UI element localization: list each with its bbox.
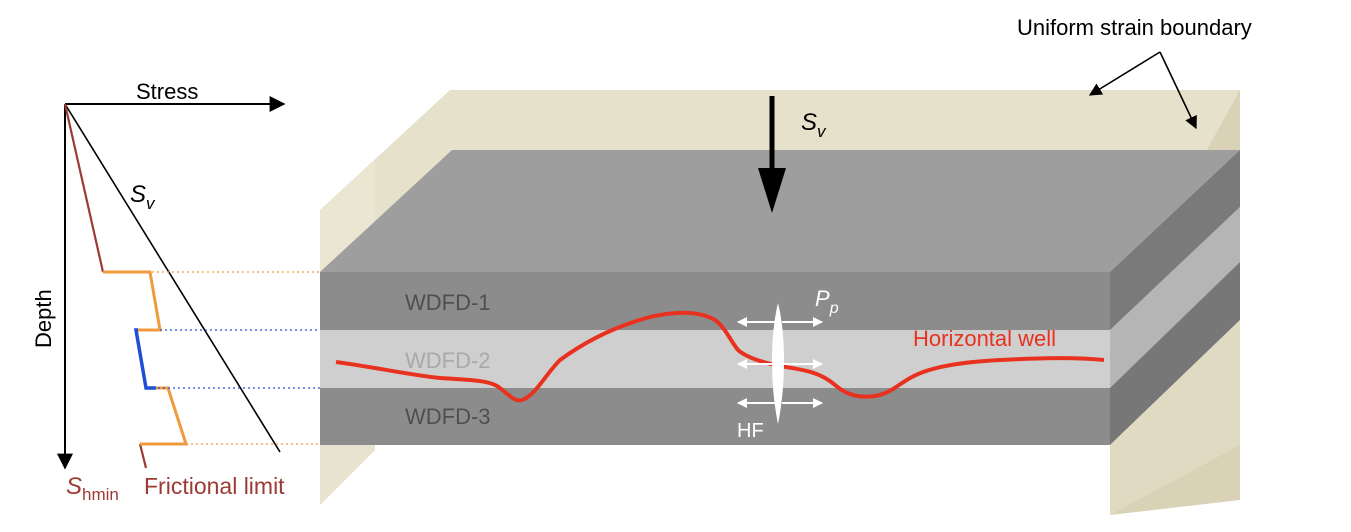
sv-profile-line [64,103,281,453]
frictional-limit-label: Frictional limit [144,473,285,499]
shmin-upper-line [63,103,105,273]
pp-label: Pp [815,286,839,317]
sv-profile-label: Sv [130,181,156,213]
stress-profile-lower [140,386,189,446]
shmin-lower-line [138,443,148,469]
stress-profile-weak-layer [133,328,156,390]
layer-label-wdfd-3: WDFD-3 [405,404,491,429]
layer-label-wdfd-1: WDFD-1 [405,290,491,315]
shmin-label: Shmin [66,473,119,504]
boundary-pointer-right [1159,51,1197,130]
side-face-layer-2 [1110,207,1240,388]
sv-label-block: Sv [801,109,827,141]
depth-axis-label: Depth [31,289,56,348]
stress-profile-upper [103,270,162,332]
side-face-layer-1 [1110,150,1240,330]
horizontal-well-path [335,310,1105,403]
lower-right-boundary [1110,320,1240,515]
stress-axis-label: Stress [136,79,198,104]
uniform-strain-boundary-label: Uniform strain boundary [1017,15,1252,40]
block-top-face [320,150,1240,272]
side-face-layer-3 [1110,262,1240,445]
lower-left-boundary [320,445,375,505]
hf-label: HF [737,420,764,442]
front-face-layer-3 [320,388,1110,445]
hydraulic-fracture [772,303,784,424]
sv-arrow-head [758,168,786,213]
layer-label-wdfd-2: WDFD-2 [405,348,491,373]
horizontal-well-label: Horizontal well [913,326,1056,351]
boundary-pointer-left [1088,51,1161,96]
